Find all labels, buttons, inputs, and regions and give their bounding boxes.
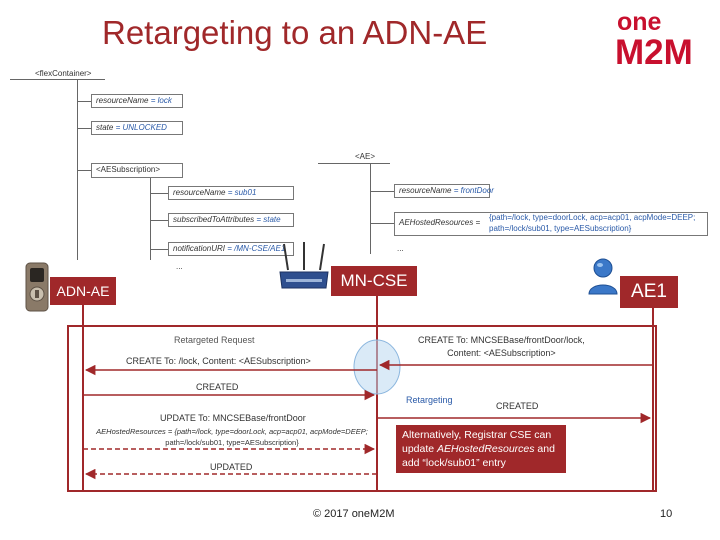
alternative-callout: Alternatively, Registrar CSE can update … — [396, 425, 566, 473]
create-mn-label: CREATE To: MNCSEBase/frontDoor/lock, Con… — [418, 335, 585, 358]
adn-ae-node: ADN-AE — [50, 277, 116, 305]
retargeted-request-label: Retargeted Request — [174, 335, 255, 345]
ae1-node: AE1 — [620, 276, 678, 308]
ae-label: <AE> — [355, 152, 376, 161]
page-number: 10 — [660, 508, 673, 520]
retargeting-ellipse — [353, 339, 401, 395]
ae-hosted-resources-box: AEHostedResources = — [394, 212, 708, 236]
sub-resource-name-box: resourceName = sub01 — [168, 186, 294, 200]
mn-cse-node: MN-CSE — [331, 266, 417, 296]
created-label-2: CREATED — [496, 401, 539, 411]
updated-label: UPDATED — [210, 462, 253, 472]
router-icon — [276, 240, 332, 296]
copyright-footer: © 2017 oneM2M — [313, 508, 395, 520]
ae-hosted-resources-value: {path=/lock, type=doorLock, acp=acp01, a… — [489, 213, 696, 233]
svg-text:one: one — [617, 8, 662, 36]
ae-tree-ellipsis: ... — [397, 244, 404, 253]
resource-name-box: resourceName = lock — [91, 94, 183, 108]
ae-resource-name-box: resourceName = frontDoor — [394, 184, 494, 198]
retargeting-label: Retargeting — [406, 395, 453, 405]
svg-text:M2M: M2M — [615, 33, 693, 70]
update-label: UPDATE To: MNCSEBase/frontDoor — [160, 413, 306, 423]
notification-uri-box: notificationURI = /MN-CSE/AE1 — [168, 242, 294, 256]
tree-ellipsis: ... — [176, 262, 183, 271]
created-label-1: CREATED — [196, 382, 239, 392]
door-lock-icon — [24, 262, 50, 312]
state-box: state = UNLOCKED — [91, 121, 183, 135]
create-lock-label: CREATE To: /lock, Content: <AESubscripti… — [126, 356, 311, 366]
update-content-label: AEHostedResources = {path=/lock, type=do… — [96, 427, 368, 447]
sequence-frame — [67, 325, 657, 492]
ae-subscription-box: <AESubscription> — [91, 163, 183, 178]
user-icon — [587, 256, 619, 296]
onem2m-logo: one M2M — [613, 6, 709, 72]
slide-title: Retargeting to an ADN-AE — [102, 14, 488, 51]
flex-container-label: <flexContainer> — [35, 69, 92, 78]
subscribed-attributes-box: subscribedToAttributes = state — [168, 213, 294, 227]
